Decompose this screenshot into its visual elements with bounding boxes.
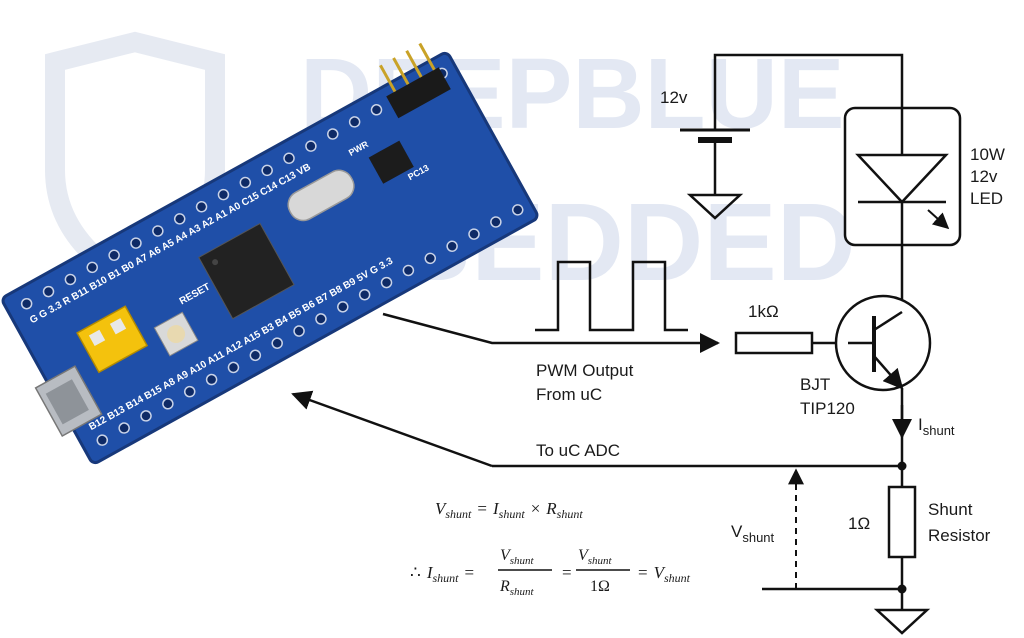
pwm-label-line2: From uC (536, 385, 602, 404)
bjt-label-line2: TIP120 (800, 399, 855, 418)
svg-text:1Ω: 1Ω (590, 578, 610, 595)
usb-connector (34, 365, 103, 438)
pwm-label-line1: PWM Output (536, 361, 634, 380)
svg-text:Vshunt: Vshunt (500, 547, 535, 567)
pwm-arrow (382, 312, 720, 353)
microcontroller-chip (198, 222, 295, 320)
junction-node-top (897, 461, 907, 471)
ground-symbol-battery (686, 193, 744, 220)
top-pin-header (20, 67, 448, 310)
base-resistor (734, 331, 814, 355)
junction-node-bottom (897, 584, 907, 594)
svg-text:Vshunt: Vshunt (578, 547, 613, 567)
svg-text:Rshunt: Rshunt (499, 578, 535, 598)
svg-text:=Vshunt: =Vshunt (638, 563, 691, 585)
led-symbol (843, 106, 962, 247)
crystal-oscillator (287, 169, 355, 222)
pwm-waveform (535, 260, 688, 332)
svg-text:=: = (562, 563, 572, 582)
bjt-label-line1: BJT (800, 375, 830, 394)
shunt-label-line2: Resistor (928, 526, 991, 545)
bottom-pin-header (96, 204, 524, 446)
battery-symbol (680, 128, 750, 143)
led-label-line2: 12v (970, 167, 998, 186)
shunt-label-line1: Shunt (928, 500, 973, 519)
adc-arrow (291, 390, 493, 468)
base-resistor-label: 1kΩ (748, 302, 779, 321)
led-label-line3: LED (970, 189, 1003, 208)
formula-ohms-law: Vshunt=Ishunt×Rshunt (435, 499, 583, 521)
formula-current-derivation: ∴Ishunt= Vshunt Rshunt = Vshunt 1Ω =Vshu… (410, 547, 691, 598)
svg-text:∴Ishunt=: ∴Ishunt= (410, 563, 474, 585)
adc-label: To uC ADC (536, 441, 620, 460)
voltage-regulator (368, 140, 414, 184)
current-label: Ishunt (918, 415, 955, 438)
therefore-symbol: ∴ (410, 563, 421, 582)
blue-pill-board: G G 3.3 R B11 B10 B1 B0 A7 A6 A5 A4 A3 A… (1, 42, 539, 465)
shunt-resistor (887, 485, 917, 559)
ground-symbol-shunt (873, 608, 931, 635)
vshunt-label: Vshunt (731, 522, 775, 545)
supply-label: 12v (660, 88, 688, 107)
led-label-line1: 10W (970, 145, 1005, 164)
bjt-symbol (834, 294, 932, 392)
jumper-block (76, 305, 149, 374)
programming-header (379, 42, 451, 119)
shunt-value-label: 1Ω (848, 514, 870, 533)
wire-supply-top (713, 53, 904, 130)
